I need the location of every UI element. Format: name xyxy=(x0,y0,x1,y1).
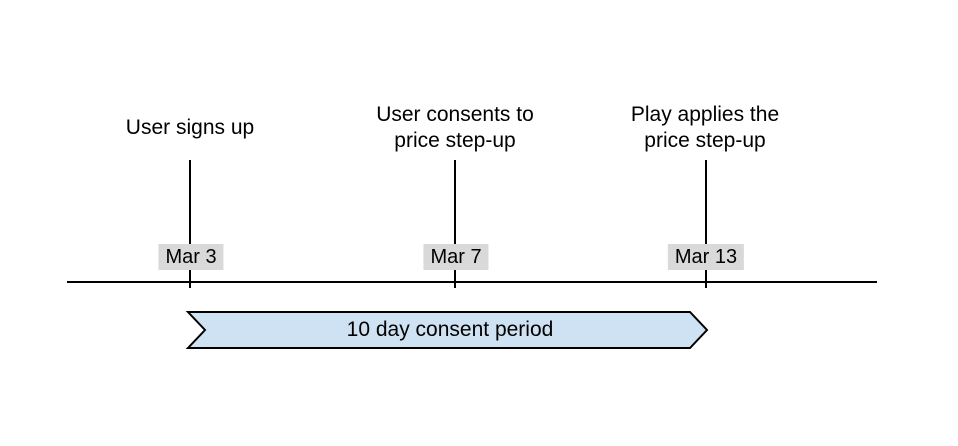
event-tick-mar-7 xyxy=(454,160,456,288)
date-chip-mar-7: Mar 7 xyxy=(423,244,489,270)
event-label-play-applies: Play applies the price step-up xyxy=(630,103,780,152)
event-label-user-consents: User consents to price step-up xyxy=(376,103,534,152)
date-chip-mar-3: Mar 3 xyxy=(158,244,224,270)
consent-period-label: 10 day consent period xyxy=(346,318,554,341)
event-tick-mar-13 xyxy=(705,160,707,288)
chevron-banner-polygon xyxy=(185,311,709,349)
timeline-axis xyxy=(67,281,877,283)
date-chip-mar-13: Mar 13 xyxy=(667,244,745,270)
event-label-user-signs-up: User signs up xyxy=(125,116,255,139)
event-tick-mar-3 xyxy=(189,160,191,288)
consent-period-banner-shape xyxy=(185,311,709,349)
